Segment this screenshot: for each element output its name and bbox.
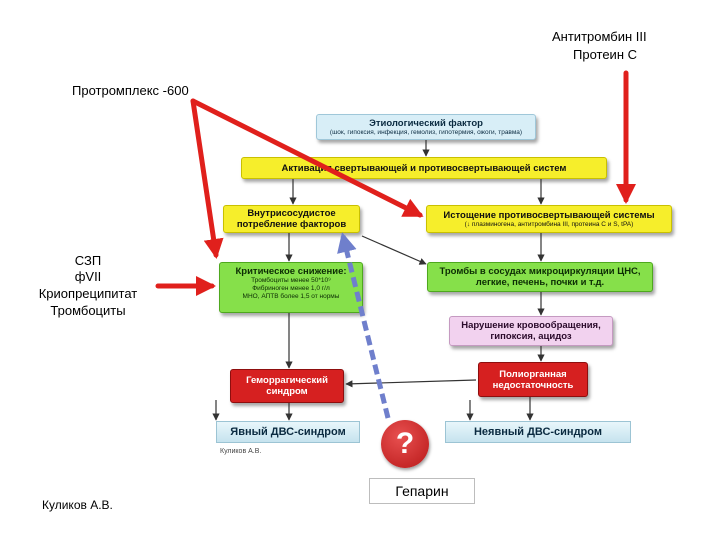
organ-failure-text: Полиорганная недостаточность — [492, 368, 574, 391]
etiology-title: Этиологический фактор — [369, 117, 483, 129]
circulation-box: Нарушение кровообращения, гипоксия, ацид… — [449, 316, 613, 346]
critical-line-2: Фибриноген менее 1,0 г/л — [252, 285, 330, 292]
author-label: Куликов А.В. — [42, 498, 113, 512]
cryo-label: Криопреципитат — [38, 286, 138, 301]
prothromplex-to-depletion-arrow — [190, 98, 424, 218]
platelets-label: Тромбоциты — [50, 303, 126, 318]
critical-box: Критическое снижение: Тромбоциты менее 5… — [219, 262, 363, 313]
overt-dic-ribbon: Явный ДВС-синдром — [216, 421, 360, 443]
depletion-sub: (↓ плазминогена, антитромбина III, проте… — [464, 220, 634, 228]
nonovert-dic-ribbon: Неявный ДВС-синдром — [445, 421, 631, 443]
protein-c-label: Протеин С — [573, 47, 637, 62]
hemorrhagic-text: Геморрагический синдром — [246, 375, 328, 397]
diagram-author: Куликов А.В. — [220, 448, 262, 455]
hemorrhagic-box: Геморрагический синдром — [230, 369, 344, 403]
antithrombin-label: Антитромбин III — [552, 29, 647, 44]
depletion-title: Истощение противосвертывающей системы — [443, 209, 655, 221]
circulation-text: Нарушение кровообращения, гипоксия, ацид… — [461, 320, 601, 342]
intravascular-box: Внутрисосудистое потребление факторов — [223, 205, 360, 233]
flow-arrow — [361, 235, 427, 265]
depletion-box: Истощение противосвертывающей системы (↓… — [426, 205, 672, 233]
critical-line-1: Тромбоциты менее 50*10⁹ — [251, 277, 331, 284]
etiology-sub: (шок, гипоксия, инфекция, гемолиз, гипот… — [329, 128, 523, 136]
prothromplex-to-critical-arrow — [190, 98, 224, 259]
activation-text: Активация свертывающей и противосвертыва… — [281, 162, 567, 174]
question-mark-icon: ? — [381, 420, 429, 468]
etiology-box: Этиологический фактор (шок, гипоксия, ин… — [316, 114, 536, 140]
critical-title: Критическое снижение: — [235, 266, 347, 277]
fvii-label: фVII — [74, 269, 102, 284]
microthrombi-box: Тромбы в сосудах микроциркуляции ЦНС, ле… — [427, 262, 653, 292]
organ-failure-box: Полиорганная недостаточность — [478, 362, 588, 397]
szp-label: СЗП — [74, 253, 102, 268]
heparin-label: Гепарин — [369, 478, 475, 504]
prothromplex-label: Протромплекс -600 — [72, 83, 189, 98]
heparin-dashed-arrow — [337, 232, 391, 419]
microthrombi-text: Тромбы в сосудах микроциркуляции ЦНС, ле… — [439, 266, 641, 288]
intravascular-text: Внутрисосудистое потребление факторов — [236, 208, 347, 230]
flow-arrow — [345, 379, 477, 388]
flow-arrows — [212, 140, 545, 421]
critical-line-3: МНО, АПТВ более 1,5 от нормы — [242, 293, 340, 300]
